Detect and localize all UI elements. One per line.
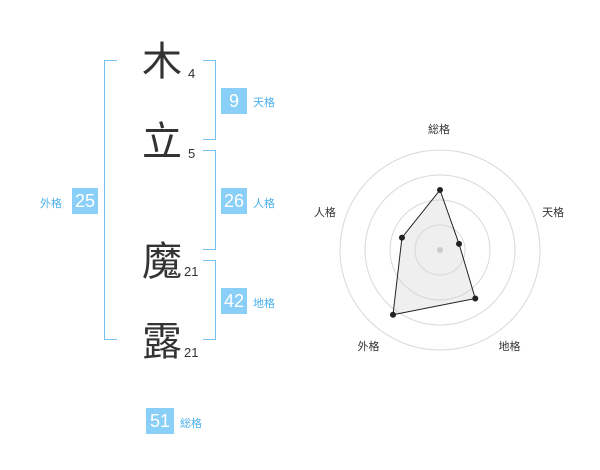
gaikaku-value: 25 bbox=[72, 188, 98, 214]
radar-point-0 bbox=[437, 187, 443, 193]
tenkaku-bracket bbox=[203, 60, 216, 140]
name-char-2: 立 bbox=[142, 119, 182, 165]
chikaku-bracket bbox=[203, 260, 216, 340]
radar-point-1 bbox=[456, 240, 463, 247]
name-char-1: 木 bbox=[142, 39, 182, 85]
name-char-4: 露 bbox=[142, 319, 182, 365]
radar-axis-label-0: 総格 bbox=[428, 123, 450, 136]
soukaku-value: 51 bbox=[146, 408, 174, 434]
radar-ring-1 bbox=[414, 224, 466, 276]
chikaku-value: 42 bbox=[221, 288, 247, 314]
radar-axis-label-4: 人格 bbox=[313, 205, 336, 219]
jinkaku-value: 26 bbox=[221, 188, 247, 214]
name-char-3: 魔 bbox=[142, 239, 182, 285]
radar-point-4 bbox=[398, 234, 405, 241]
radar-axis-label-1: 天格 bbox=[542, 205, 565, 219]
jinkaku-bracket bbox=[203, 150, 216, 250]
radar-point-3 bbox=[389, 311, 396, 318]
radar-point-2 bbox=[472, 295, 479, 302]
radar-axis-label-2: 地格 bbox=[498, 340, 521, 354]
radar-series-polygon bbox=[392, 188, 476, 316]
gaikaku-label: 外格 bbox=[40, 197, 62, 210]
stroke-count-2: 5 bbox=[188, 146, 196, 161]
radar-ring-2 bbox=[389, 199, 491, 301]
tenkaku-value: 9 bbox=[221, 88, 247, 114]
stroke-count-1: 4 bbox=[188, 66, 196, 81]
radar-center-dot bbox=[437, 247, 443, 253]
gaikaku-bracket bbox=[104, 60, 117, 340]
radar-ring-4 bbox=[339, 149, 541, 351]
tenkaku-label: 天格 bbox=[253, 96, 275, 109]
stroke-count-4: 21 bbox=[184, 345, 199, 360]
soukaku-label: 総格 bbox=[180, 417, 202, 430]
radar-ring-3 bbox=[364, 174, 516, 326]
radar-axis-label-3: 外格 bbox=[357, 340, 380, 354]
jinkaku-label: 人格 bbox=[253, 197, 275, 210]
stroke-count-3: 21 bbox=[184, 264, 199, 279]
chikaku-label: 地格 bbox=[253, 297, 275, 310]
